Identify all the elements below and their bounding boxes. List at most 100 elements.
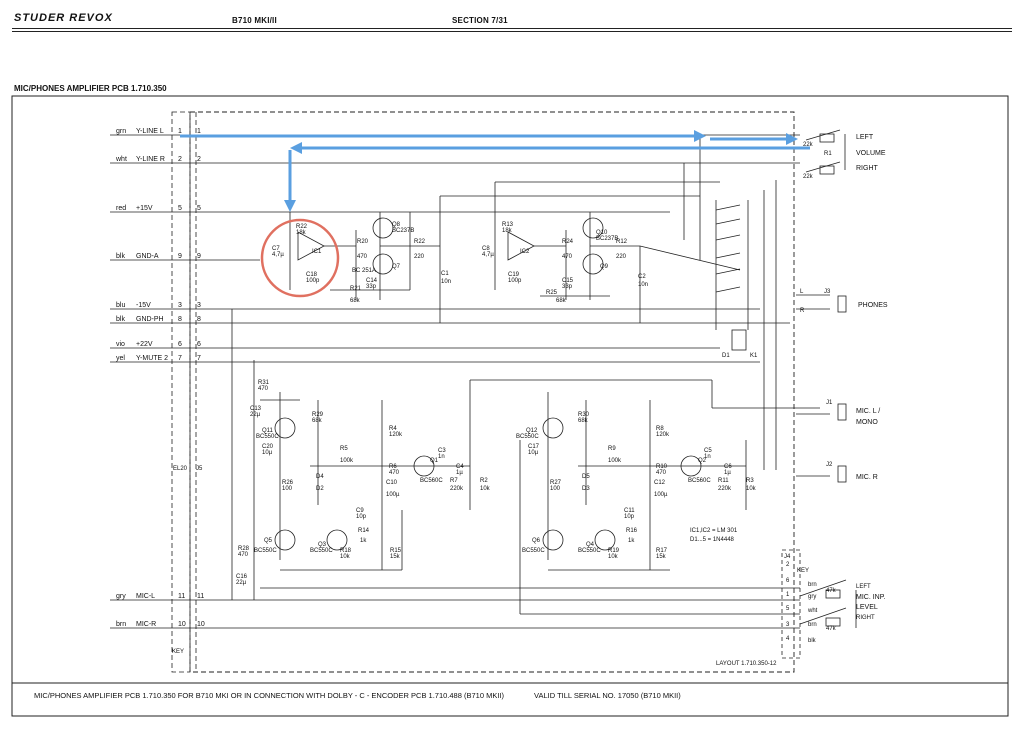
lower-component-label: C5 [704, 448, 712, 454]
pin-signal: Y-LINE L [136, 128, 164, 135]
lower-component-label: R11 [718, 478, 729, 484]
lower-component-label: R19 [608, 548, 620, 554]
upper-component-label: 220 [414, 254, 425, 260]
upper-component-label: C18 [306, 272, 318, 278]
label-level: LEVEL [856, 604, 878, 611]
upper-component-label: C14 [366, 278, 378, 284]
pin-signal: Y-MUTE 2 [136, 355, 168, 362]
j4-pin: 4 [786, 636, 790, 642]
j2-label: J2 [826, 462, 833, 468]
upper-component-label: C8 [482, 246, 490, 252]
lower-component-label: 470 [238, 552, 249, 558]
lower-component-label: 100 [282, 486, 293, 492]
pin-number: 5 [178, 205, 182, 212]
lower-component-label: R10 [656, 464, 668, 470]
lower-component-label: BC550C [578, 548, 601, 554]
upper-component-label: R24 [562, 239, 574, 245]
lower-component-label: BC550C [254, 548, 277, 554]
pin-wire: blk [116, 316, 125, 323]
lower-component-label: D5 [582, 474, 590, 480]
label-mic-inp: MIC. INP. [856, 594, 885, 601]
lower-component-label: Q12 [526, 428, 538, 434]
lower-component-label: 470 [656, 470, 667, 476]
upper-component-label: 33p [562, 284, 573, 290]
lower-component-label: 22µ [250, 412, 261, 418]
upper-component-label: R20 [357, 239, 369, 245]
pin-wire: blk [116, 253, 125, 260]
lower-component-label: 470 [389, 470, 400, 476]
lower-component-label: Q11 [262, 428, 274, 434]
key-label: KEY [172, 649, 184, 655]
upper-component-label: C19 [508, 272, 520, 278]
pin-number: 10 [178, 621, 186, 628]
lower-component-label: 10k [480, 486, 491, 492]
pin-number-pcb: 2 [197, 156, 201, 163]
lower-component-label: R31 [258, 380, 270, 386]
lower-component-label: 100µ [654, 492, 668, 498]
brand-logo: STUDER REVOX [14, 12, 113, 24]
lower-component-label: R26 [282, 480, 294, 486]
lower-component-label: 470 [258, 386, 269, 392]
lower-component-label: R30 [578, 412, 590, 418]
upper-component-label: R22 [414, 239, 426, 245]
lower-component-label: R18 [340, 548, 352, 554]
pin-wire: grn [116, 128, 126, 135]
pin-signal: Y-LINE R [136, 156, 165, 163]
lower-component-label: BC560C [688, 478, 711, 484]
lower-component-label: R4 [389, 426, 397, 432]
lower-component-label: BC550C [310, 548, 333, 554]
lower-component-label: 15k [656, 554, 667, 560]
footer-left: MIC/PHONES AMPLIFIER PCB 1.710.350 FOR B… [34, 691, 504, 700]
lower-component-label: R9 [608, 446, 616, 452]
pin-wire: red [116, 205, 126, 212]
pin-signal: GND-A [136, 253, 159, 260]
pot-volume-r: 22k [803, 174, 814, 180]
j1-label: J1 [826, 400, 833, 406]
upper-component-label: 18k [296, 230, 307, 236]
lower-component-label: R29 [312, 412, 324, 418]
upper-component-label: 100p [508, 278, 522, 284]
upper-component-label: 10n [441, 279, 451, 285]
lower-component-label: Q6 [532, 538, 541, 544]
pin-number-pcb: 6 [197, 341, 201, 348]
upper-component-label: IC2 [520, 249, 530, 255]
pin-signal: GND-PH [136, 316, 164, 323]
note-ic: IC1,IC2 = LM 301 [690, 528, 738, 534]
upper-component-label: 4,7µ [272, 252, 284, 258]
lower-component-label: R7 [450, 478, 458, 484]
j4-pin: 6 [786, 578, 790, 584]
header-model: B710 MKI/II [232, 16, 277, 25]
label-mic-left: LEFT [856, 584, 871, 590]
pin-number: 11 [178, 593, 185, 600]
highlight-circle [260, 218, 340, 298]
lower-component-label: 1µ [724, 470, 731, 476]
label-mic-r: MIC. R [856, 474, 878, 481]
lower-component-label: C11 [624, 508, 635, 514]
pin-signal: -15V [136, 302, 151, 309]
lower-component-label: 100µ [386, 492, 400, 498]
j4-key-label: KEY [797, 568, 809, 574]
lower-component-label: D2 [316, 486, 324, 492]
label-mono: MONO [856, 419, 878, 426]
lower-component-label: C6 [724, 464, 732, 470]
label-phones: PHONES [858, 302, 888, 309]
j4-pin: 3 [786, 622, 790, 628]
lower-component-label: D3 [582, 486, 590, 492]
j4-label: J4 [784, 554, 791, 560]
pin-wire: yel [116, 355, 125, 362]
pin-number-pcb: 11 [197, 593, 204, 600]
upper-component-label: 100p [306, 278, 320, 284]
lower-component-label: 100k [608, 458, 622, 464]
note-diodes: D1...5 = 1N4448 [690, 537, 735, 543]
pin-wire: brn [116, 621, 126, 628]
lower-component-label: C16 [236, 574, 248, 580]
j4-pin: 5 [786, 606, 790, 612]
pin-number: 6 [178, 341, 182, 348]
pin-number: 8 [178, 316, 182, 323]
lower-component-label: 120k [389, 432, 403, 438]
l-label: L [800, 289, 804, 295]
j4-wire: brn [808, 622, 817, 628]
upper-component-label: 68k [556, 298, 567, 304]
pin-number: 9 [178, 253, 182, 260]
lower-component-label: R3 [746, 478, 754, 484]
